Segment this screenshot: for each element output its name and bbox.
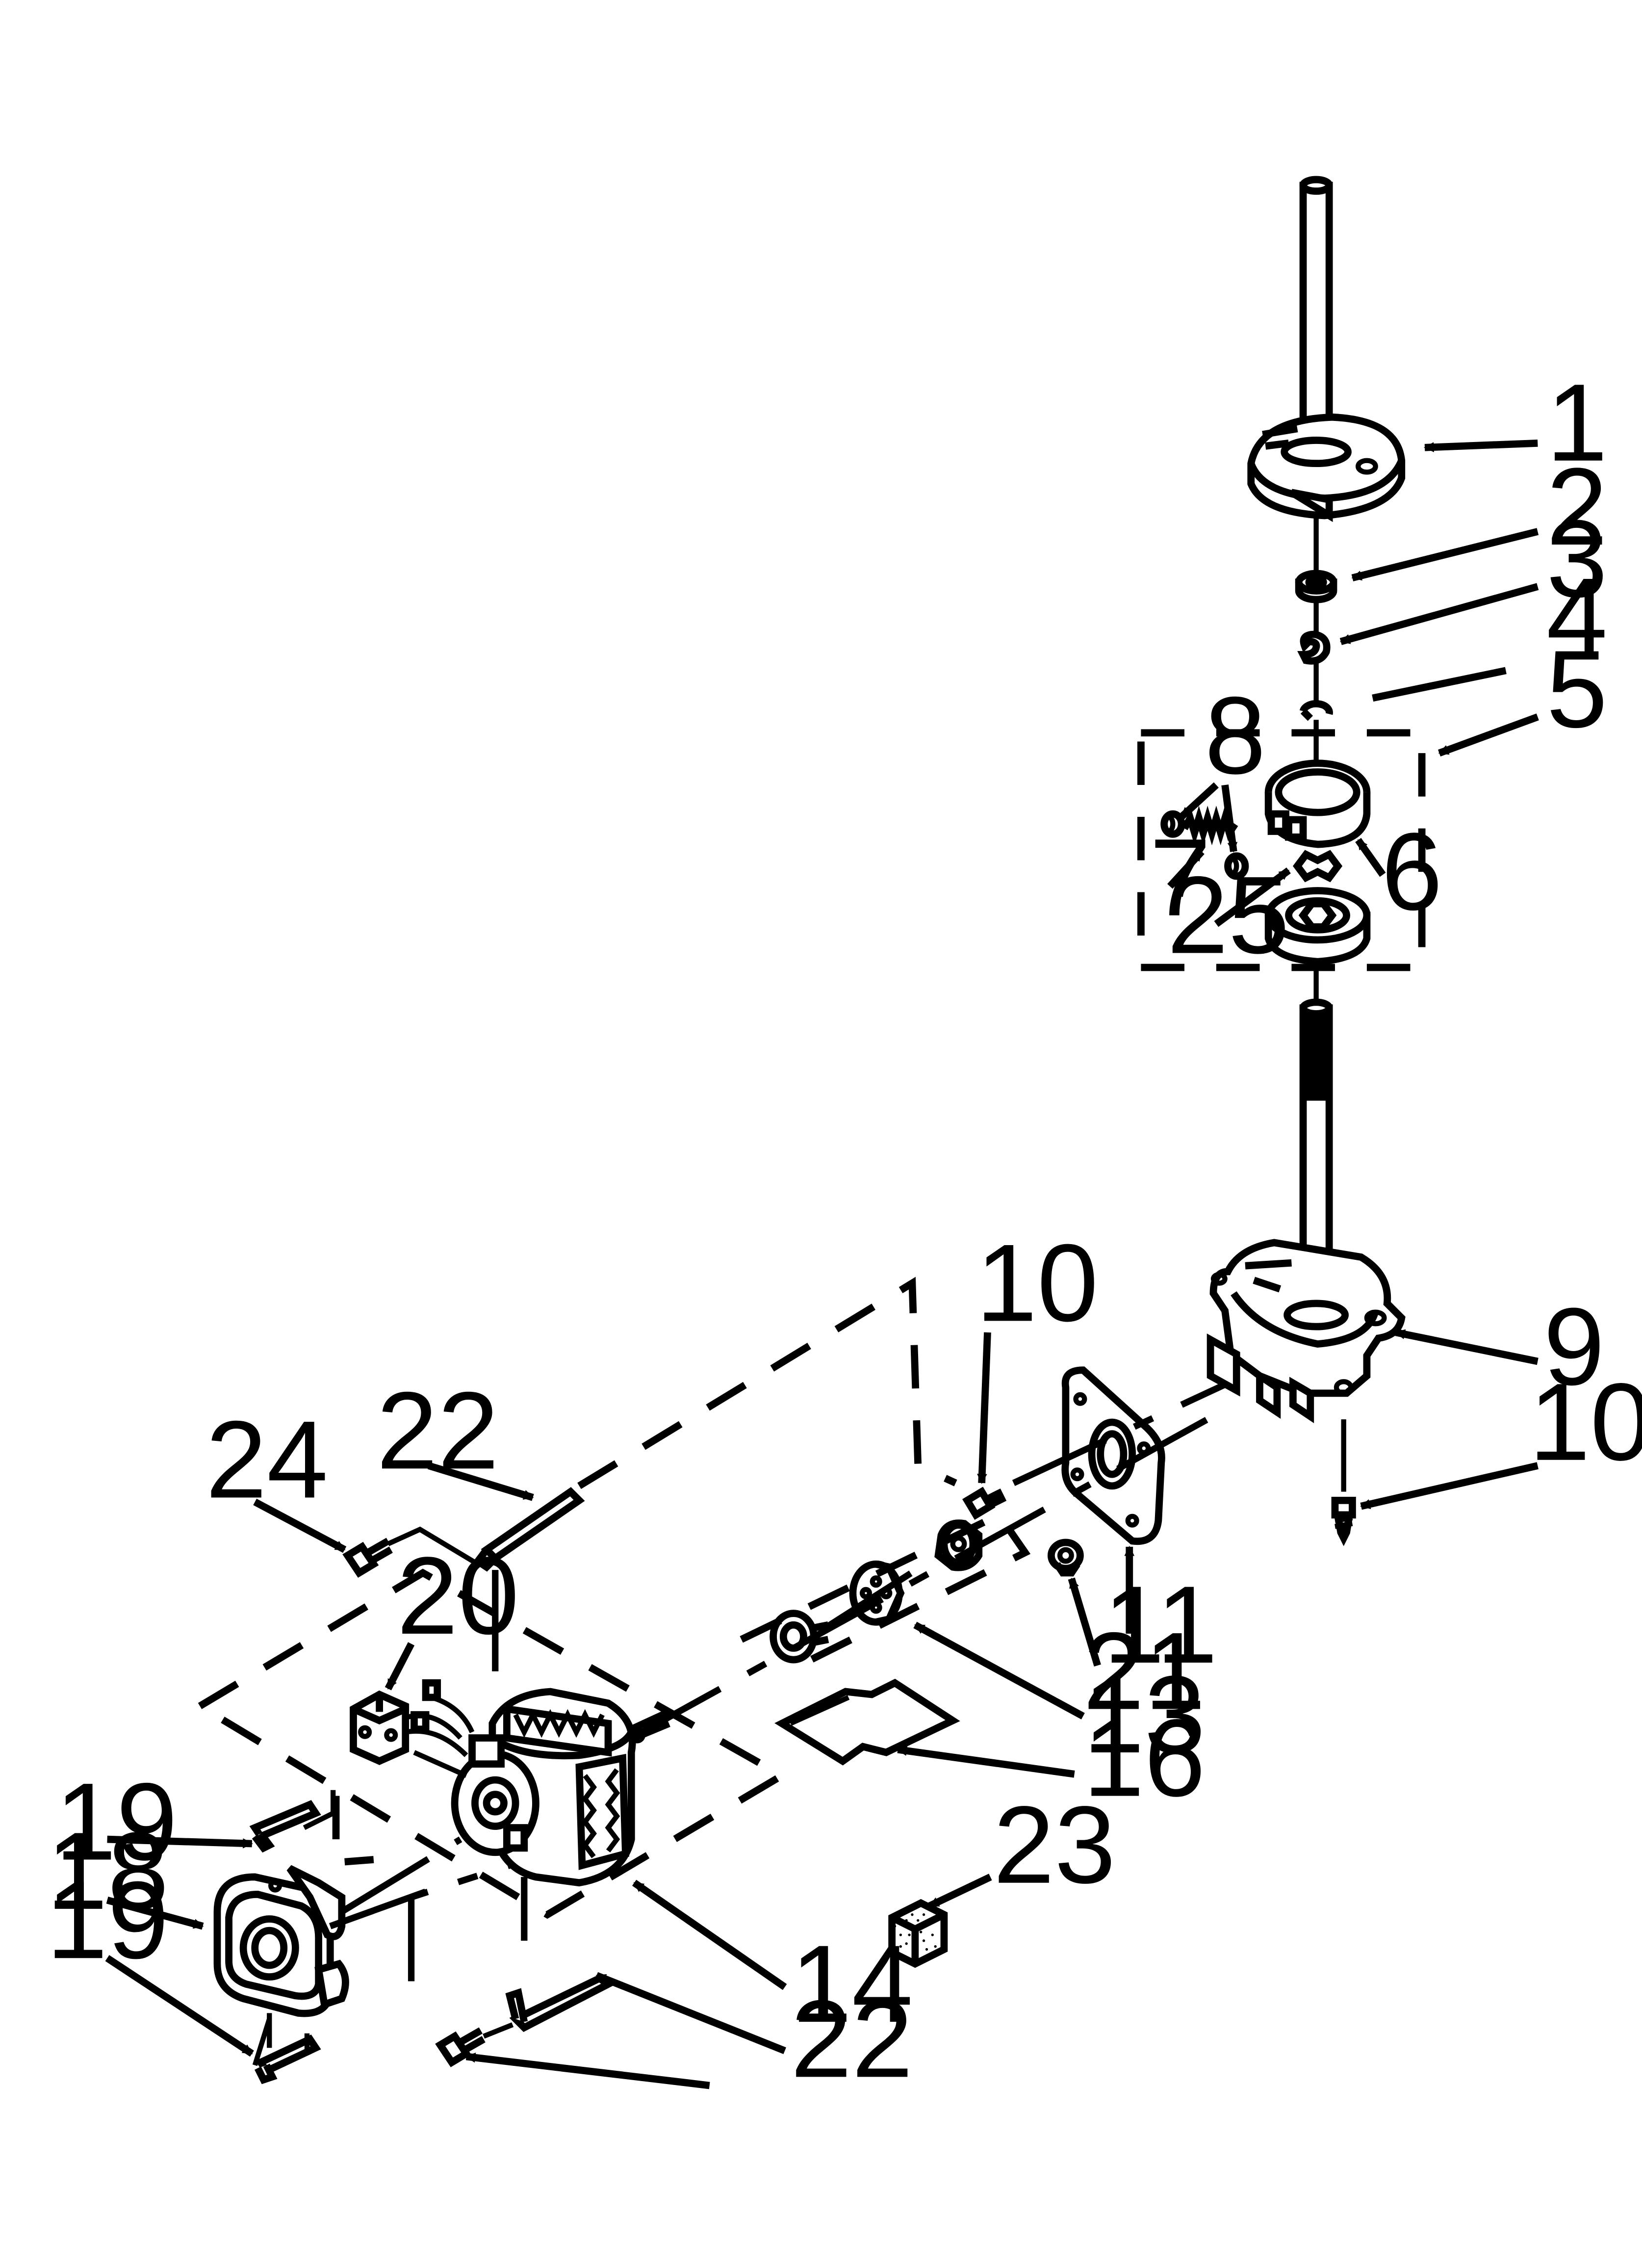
part-5-clutch-assembly-box (1137, 729, 1426, 971)
callout-5: 5 (1546, 627, 1608, 751)
callout-16: 16 (1083, 1696, 1206, 1820)
part-14-motor (451, 1688, 671, 1887)
callout-22-bottom: 22 (791, 1977, 913, 2100)
part-22-strap-top (472, 1487, 585, 1572)
part-11-mounting-plate (1061, 1366, 1165, 1545)
callout-19-top: 19 (55, 1760, 178, 1883)
part-4-ring (1299, 700, 1333, 721)
part-21-coupler (934, 1519, 983, 1571)
callout-4: 4 (1546, 555, 1608, 678)
part-21-washer (1048, 1538, 1084, 1577)
part-9-gearcase (1206, 1239, 1406, 1423)
part-2-washer (1295, 570, 1337, 603)
part-7-spring (1181, 806, 1238, 846)
callout-11: 11 (1103, 1563, 1218, 1686)
part-22-bracket-bottom (505, 1974, 616, 2032)
part-19-clip-bottom (255, 2034, 321, 2085)
part-6-clutch-band (1264, 759, 1371, 848)
motor-coupler (770, 1610, 829, 1664)
callout-7: 7 (1150, 816, 1211, 939)
callout-labels: 1 2 3 4 5 8 7 6 25 9 10 10 11 21 13 16 2… (47, 361, 1642, 2101)
callout-10-right: 10 (1529, 1360, 1642, 1484)
callout-14: 14 (791, 1922, 913, 2045)
part-8-plug-left (1160, 810, 1185, 838)
part-16-pad (774, 1678, 960, 1766)
callout-3: 3 (1546, 497, 1608, 620)
callout-23: 23 (993, 1783, 1116, 1906)
callout-18: 18 (47, 1809, 169, 1932)
alignment-lines (193, 1277, 1235, 2066)
callout-1: 1 (1546, 361, 1608, 484)
callout-24: 24 (205, 1398, 328, 1521)
part-18-pump (213, 1865, 349, 2017)
callout-25: 25 (1167, 853, 1290, 976)
leader-lines (105, 439, 1539, 2089)
part-1-agitator-shaft (1247, 176, 1406, 522)
callout-21: 21 (1083, 1609, 1206, 1732)
callout-8: 8 (1205, 674, 1266, 797)
part-10-screw-right (1331, 1497, 1356, 1546)
callout-9: 9 (1543, 1285, 1605, 1408)
part-25-driver (1293, 850, 1343, 883)
part-10-screw-left (962, 1486, 1007, 1520)
part-19-clip-top (249, 1800, 321, 1853)
callout-2: 2 (1546, 445, 1608, 568)
clutch-hub (1264, 887, 1371, 965)
callout-6: 6 (1381, 810, 1442, 933)
callout-22-top: 22 (377, 1369, 499, 1492)
part-24-screw (342, 1538, 393, 1578)
callout-19-bottom: 19 (47, 1858, 169, 1981)
part-23-foam-block (888, 1899, 948, 1968)
callout-13: 13 (1083, 1653, 1206, 1776)
callout-10-left: 10 (976, 1221, 1099, 1344)
callout-20: 20 (397, 1534, 519, 1657)
part-3-clip (1297, 630, 1331, 665)
part-20-switch (350, 1679, 475, 1765)
part-8-plug-right (1224, 852, 1249, 880)
